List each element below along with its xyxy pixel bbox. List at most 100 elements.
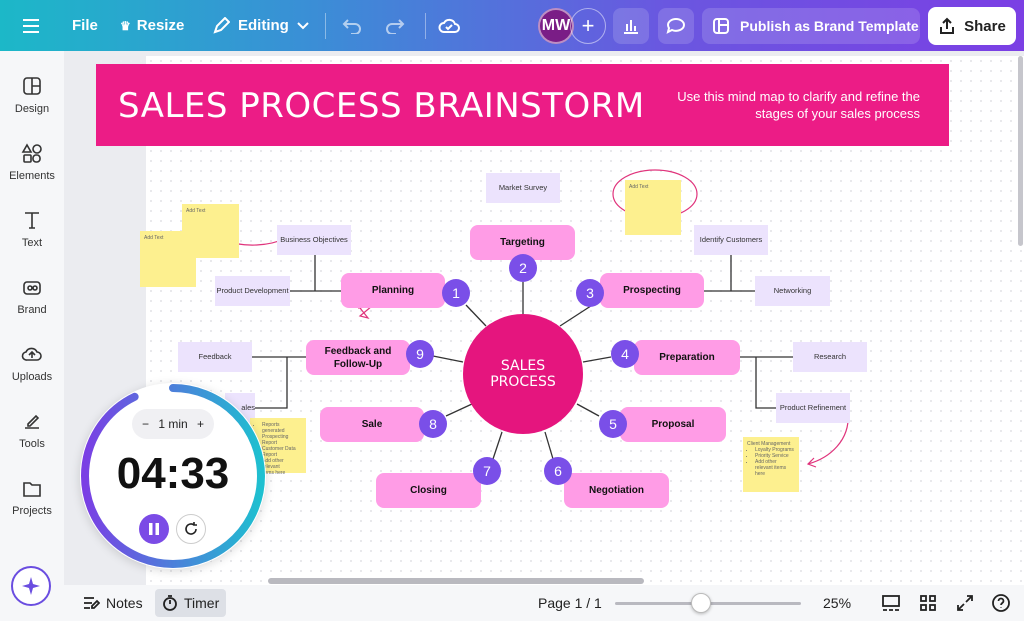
upload-share-icon	[940, 17, 955, 34]
sidebar-item-brand[interactable]: Brand	[0, 265, 64, 327]
plus-icon: +	[581, 13, 595, 38]
horizontal-scrollbar[interactable]	[268, 578, 644, 584]
projects-icon	[23, 482, 41, 497]
stage-number-badge[interactable]: 4	[611, 340, 639, 368]
stage-preparation[interactable]: Preparation	[634, 340, 740, 375]
share-button[interactable]: Share	[928, 7, 1016, 45]
banner-subtitle[interactable]: Use this mind map to clarify and refine …	[677, 89, 920, 121]
brand-icon	[23, 281, 41, 295]
magic-assistant-button[interactable]	[11, 566, 51, 606]
comment-icon	[666, 18, 686, 34]
insights-button[interactable]	[613, 8, 649, 44]
timer-countdown: 04:33	[116, 449, 230, 498]
reports-list: Reports generated Prospecting Report Cus…	[254, 422, 302, 476]
timer-duration-stepper[interactable]: − 1 min +	[132, 409, 214, 439]
sticky-note[interactable]: Add Text	[182, 204, 239, 258]
sticky-note[interactable]: Add Text	[625, 180, 681, 235]
stage-number-badge[interactable]: 8	[419, 410, 447, 438]
reset-button[interactable]	[176, 514, 206, 544]
sidebar-item-tools[interactable]: Tools	[0, 399, 64, 461]
bar-chart-icon	[624, 20, 638, 34]
uploads-icon	[21, 347, 42, 361]
top-toolbar	[0, 0, 1024, 51]
design-icon	[23, 77, 41, 95]
sidebar-item-design[interactable]: Design	[0, 64, 64, 126]
zoom-slider-handle[interactable]	[690, 593, 711, 613]
undo-button[interactable]	[342, 0, 362, 51]
notes-button[interactable]: Notes	[78, 589, 147, 617]
publish-brand-template-button[interactable]: Publish as Brand Template	[702, 8, 920, 44]
stage-number-badge[interactable]: 3	[576, 279, 604, 307]
sub-identify-customers[interactable]: Identify Customers	[694, 225, 768, 255]
pause-button[interactable]	[139, 514, 169, 544]
pencil-icon	[213, 16, 230, 34]
increase-button[interactable]: +	[196, 417, 204, 431]
mindmap-center[interactable]: SALES PROCESS	[463, 314, 583, 434]
title-banner[interactable]	[96, 64, 949, 146]
decrease-button[interactable]: −	[142, 417, 150, 431]
stage-sale[interactable]: Sale	[320, 407, 424, 442]
toolbar-divider	[425, 13, 426, 39]
fullscreen-button[interactable]	[956, 589, 974, 617]
stage-number-badge[interactable]: 5	[599, 410, 627, 438]
chevron-down-icon	[297, 21, 309, 29]
stage-number-badge[interactable]: 1	[442, 279, 470, 307]
help-icon	[992, 594, 1010, 612]
editing-mode-dropdown[interactable]: Editing	[212, 0, 309, 51]
sidebar-item-text[interactable]: Text	[0, 198, 64, 260]
stage-feedback-follow-up[interactable]: Feedback and Follow-Up	[306, 340, 410, 375]
stopwatch-icon	[163, 595, 177, 611]
timer-button[interactable]: Timer	[155, 589, 227, 617]
add-collaborator-button[interactable]: +	[570, 8, 606, 44]
cloud-save-status[interactable]	[438, 0, 460, 51]
page-title[interactable]: SALES PROCESS BRAINSTORM	[118, 86, 645, 126]
page-indicator[interactable]: Page 1 / 1	[538, 595, 602, 611]
grid-icon	[920, 595, 936, 611]
notes-icon	[84, 597, 100, 609]
stage-number-badge[interactable]: 6	[544, 457, 572, 485]
vertical-scrollbar[interactable]	[1018, 56, 1023, 246]
elements-icon	[21, 143, 42, 163]
sub-feedback[interactable]: Feedback	[178, 342, 252, 372]
stage-planning[interactable]: Planning	[341, 273, 445, 308]
left-sidebar	[0, 51, 64, 621]
sub-product-development[interactable]: Product Development	[215, 276, 290, 306]
comments-button[interactable]	[658, 8, 694, 44]
help-button[interactable]	[991, 589, 1011, 617]
stage-number-badge[interactable]: 9	[406, 340, 434, 368]
sub-product-refinement[interactable]: Product Refinement	[776, 393, 850, 423]
resize-button[interactable]: ♛ Resize	[120, 17, 185, 34]
undo-icon	[342, 18, 361, 34]
file-menu[interactable]: File	[72, 17, 98, 34]
redo-button[interactable]	[385, 0, 405, 51]
expand-icon	[957, 595, 973, 611]
stage-negotiation[interactable]: Negotiation	[564, 473, 669, 508]
grid-view-button[interactable]	[919, 589, 937, 617]
sidebar-item-uploads[interactable]: Uploads	[0, 332, 64, 394]
crown-icon: ♛	[120, 18, 131, 33]
stage-number-badge[interactable]: 2	[509, 254, 537, 282]
sub-market-survey[interactable]: Market Survey	[486, 173, 560, 203]
sub-business-objectives[interactable]: Business Objectives	[277, 225, 351, 255]
sparkle-icon	[22, 577, 40, 595]
zoom-level[interactable]: 25%	[823, 595, 852, 611]
timer-progress-ring	[81, 384, 265, 568]
avatar[interactable]: MW	[538, 8, 574, 44]
stage-proposal[interactable]: Proposal	[620, 407, 726, 442]
pages-icon	[882, 595, 900, 611]
sidebar-item-elements[interactable]: Elements	[0, 131, 64, 193]
stage-prospecting[interactable]: Prospecting	[600, 273, 704, 308]
sticky-note-client[interactable]: Client Management Loyalty Programs Prior…	[743, 437, 799, 492]
menu-button[interactable]	[22, 0, 40, 51]
pause-icon	[149, 523, 159, 535]
sidebar-item-projects[interactable]: Projects	[0, 466, 64, 528]
page-view-button[interactable]	[881, 589, 901, 617]
text-icon	[25, 212, 39, 229]
stage-number-badge[interactable]: 7	[473, 457, 501, 485]
template-icon	[713, 18, 729, 34]
sub-research[interactable]: Research	[793, 342, 867, 372]
stage-closing[interactable]: Closing	[376, 473, 481, 508]
timer-duration: 1 min	[158, 417, 188, 431]
sub-networking[interactable]: Networking	[755, 276, 830, 306]
cloud-check-icon	[438, 18, 460, 33]
